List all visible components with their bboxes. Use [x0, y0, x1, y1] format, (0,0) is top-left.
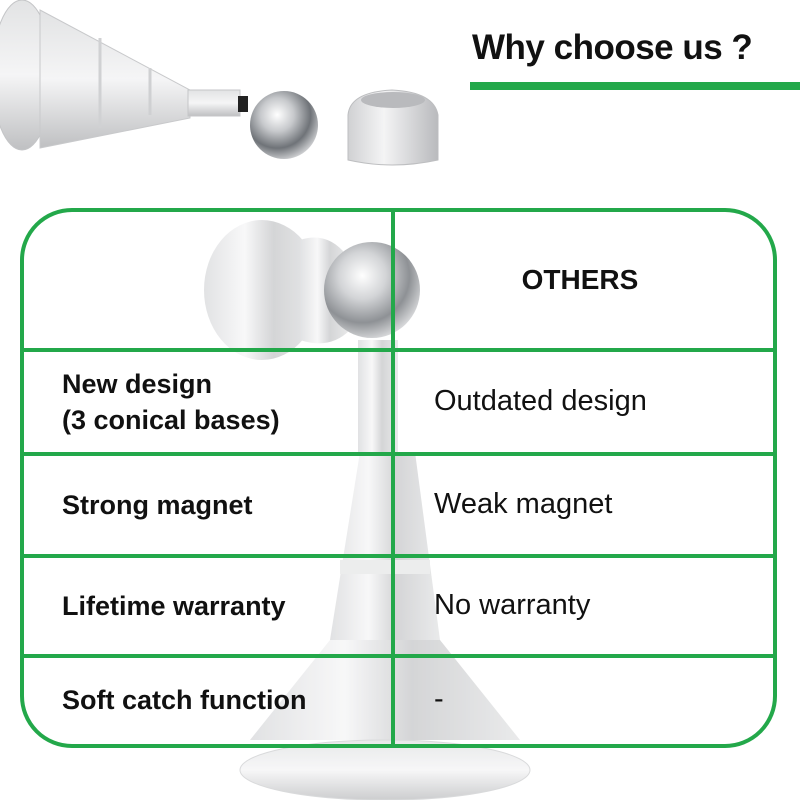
title-underline	[470, 82, 800, 90]
table-row-3-ours: Lifetime warranty	[62, 590, 286, 621]
table-row-4-others: -	[434, 683, 444, 716]
row-1-ours-line1: New design	[62, 368, 213, 399]
table-row-1-others: Outdated design	[434, 385, 647, 418]
column-divider	[391, 208, 395, 748]
table-row-2-ours: Strong magnet	[62, 489, 253, 520]
page-title: Why choose us ?	[472, 28, 753, 67]
door-stopper-standing-photo	[204, 220, 531, 800]
table-row-2-others: Weak magnet	[434, 488, 613, 521]
table-row-1-ours: New design (3 conical bases)	[62, 352, 387, 452]
magnetic-door-stopper-photo	[0, 0, 439, 166]
header-others: OTHERS	[521, 264, 639, 296]
row-divider	[20, 554, 777, 558]
comparison-table	[20, 208, 777, 748]
table-row-4-ours: Soft catch function	[62, 684, 307, 715]
row-divider	[20, 348, 777, 352]
row-1-ours-line2: (3 conical bases)	[62, 405, 280, 435]
table-row-3-others: No warranty	[434, 589, 591, 622]
row-divider	[20, 654, 777, 658]
row-divider	[20, 452, 777, 456]
